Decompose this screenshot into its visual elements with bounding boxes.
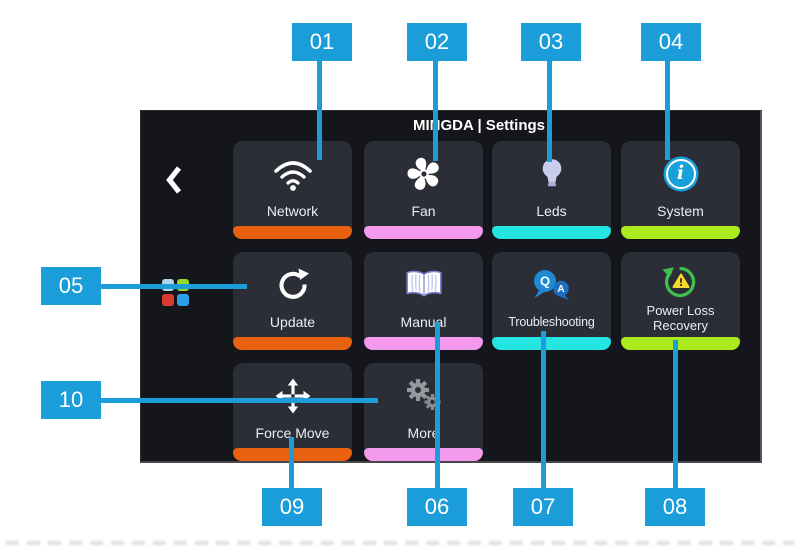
tile-accent-bar	[233, 226, 352, 239]
open-book-icon	[364, 262, 483, 308]
callout-line-02	[433, 58, 438, 161]
info-circle-icon: i	[621, 151, 740, 197]
refresh-icon	[233, 262, 352, 308]
callout-line-07	[541, 331, 546, 490]
wifi-icon	[233, 151, 352, 197]
callout-label-04: 04	[641, 23, 701, 61]
tile-accent-bar	[364, 226, 483, 239]
tile-accent-bar	[492, 337, 611, 350]
tile-more[interactable]: More	[364, 363, 483, 461]
gears-icon	[364, 373, 483, 419]
tile-label: Update	[269, 314, 316, 330]
tile-label: Force Move	[255, 425, 330, 441]
tile-system[interactable]: i System	[621, 141, 740, 239]
tile-accent-bar	[621, 337, 740, 350]
tile-label: More	[407, 425, 440, 441]
tile-accent-bar	[621, 226, 740, 239]
callout-line-09	[289, 437, 294, 490]
tile-label: System	[657, 203, 704, 219]
tile-label: Troubleshooting	[508, 315, 595, 329]
tile-troubleshooting[interactable]: Q A Troubleshooting	[492, 252, 611, 350]
callout-line-08	[673, 340, 678, 490]
callout-label-06: 06	[407, 488, 467, 526]
tile-label: Network	[266, 203, 319, 219]
move-arrows-icon	[233, 373, 352, 419]
tile-fan[interactable]: Fan	[364, 141, 483, 239]
callout-line-04	[665, 58, 670, 160]
power-loss-recovery-icon	[621, 258, 740, 304]
callout-line-10	[99, 398, 378, 403]
square-red	[162, 294, 174, 306]
tile-accent-bar	[492, 226, 611, 239]
info-glyph: i	[676, 161, 685, 184]
callout-line-05	[99, 284, 247, 289]
tile-network[interactable]: Network	[233, 141, 352, 239]
square-blue	[177, 294, 189, 306]
callout-label-01: 01	[292, 23, 352, 61]
callout-line-06	[435, 322, 440, 490]
tile-label: Leds	[536, 203, 567, 219]
callout-label-10: 10	[41, 381, 101, 419]
fan-icon	[364, 151, 483, 197]
callout-label-05: 05	[41, 267, 101, 305]
callout-label-08: 08	[645, 488, 705, 526]
chevron-left-icon	[165, 166, 181, 194]
tile-update[interactable]: Update	[233, 252, 352, 350]
tile-label: Manual	[400, 314, 447, 330]
callout-line-01	[317, 58, 322, 160]
qa-q-glyph: Q	[539, 274, 549, 289]
callout-line-03	[547, 58, 552, 162]
photo-edge-artifact	[6, 541, 794, 545]
tile-label: Fan	[411, 203, 436, 219]
bulb-icon	[492, 151, 611, 197]
callout-label-03: 03	[521, 23, 581, 61]
back-button[interactable]	[161, 163, 185, 197]
screen-title: MINGDA | Settings	[413, 117, 545, 134]
callout-label-07: 07	[513, 488, 573, 526]
tile-manual[interactable]: Manual	[364, 252, 483, 350]
callout-label-09: 09	[262, 488, 322, 526]
tile-label: Power Loss Recovery	[646, 303, 715, 334]
tile-accent-bar	[364, 448, 483, 461]
tile-accent-bar	[364, 337, 483, 350]
tile-power-loss-recovery[interactable]: Power Loss Recovery	[621, 252, 740, 350]
qa-bubbles-icon: Q A	[492, 262, 611, 308]
callout-label-02: 02	[407, 23, 467, 61]
tile-accent-bar	[233, 337, 352, 350]
qa-a-glyph: A	[557, 284, 564, 295]
